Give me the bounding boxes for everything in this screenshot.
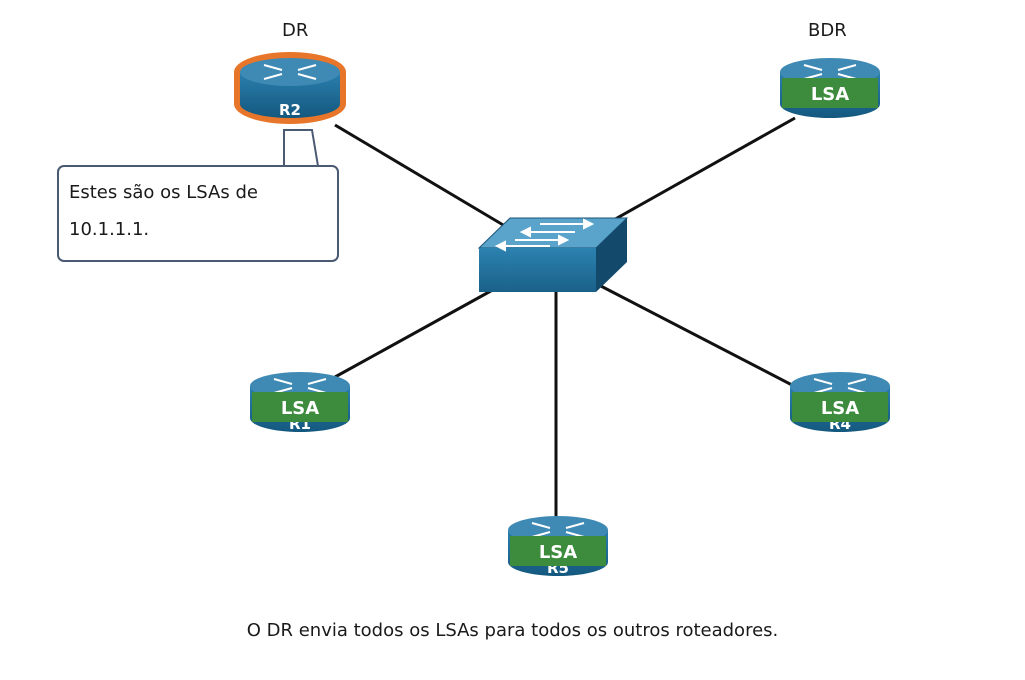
- link-r4-switch: [594, 281, 793, 387]
- callout-text: Estes são os LSAs de 10.1.1.1.: [69, 182, 258, 240]
- router-bdr: LSA: [780, 58, 880, 118]
- lsa-label-r4: LSA: [821, 398, 859, 419]
- link-bdr-switch: [609, 116, 796, 224]
- diagram-caption: O DR envia todos os LSAs para todos os o…: [246, 620, 779, 641]
- lsa-label-r1: LSA: [281, 398, 319, 419]
- lsa-label-r5: LSA: [539, 542, 577, 563]
- callout-pointer: [283, 129, 320, 167]
- bdr-label: BDR: [808, 20, 847, 41]
- router-top: [240, 58, 340, 86]
- router-r2: R2: [234, 52, 346, 124]
- link-r1-switch: [334, 285, 499, 379]
- router-label-r2: R2: [279, 101, 301, 119]
- dr-label: DR: [282, 20, 309, 41]
- lsa-label-bdr: LSA: [811, 84, 849, 105]
- switch-arrows-icon: [494, 218, 595, 252]
- router-arrows-icon: [263, 64, 317, 80]
- lsa-badge-r4: [792, 392, 888, 422]
- callout-box: Estes são os LSAs de 10.1.1.1.: [57, 165, 339, 262]
- switch: [477, 217, 629, 292]
- network-links: [334, 116, 796, 520]
- lsa-badge-bdr: [782, 78, 878, 108]
- lsa-badge-r5: [510, 536, 606, 566]
- link-r2-switch: [334, 123, 516, 234]
- lsa-badge-r1: [252, 392, 348, 422]
